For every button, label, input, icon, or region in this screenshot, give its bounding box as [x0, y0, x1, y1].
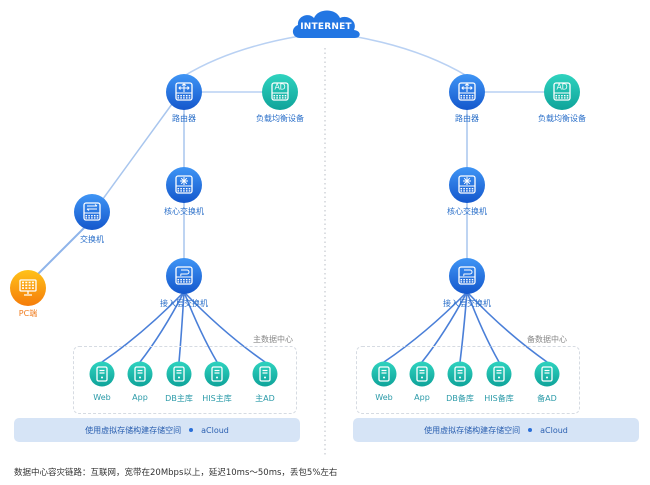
link-router-branch-switch — [91, 103, 173, 215]
primary-datacenter-label: 主数据中心 — [253, 335, 293, 344]
access-switch-label: 接入层交换机 — [443, 299, 491, 308]
server-icon — [454, 366, 466, 382]
server-node[interactable] — [252, 361, 278, 387]
access-switch-node[interactable] — [449, 258, 485, 294]
router-icon — [178, 83, 190, 92]
core-switch-icon — [463, 177, 471, 185]
server-icon — [173, 366, 185, 382]
storage-text: 使用虚拟存储构建存储空间 — [85, 425, 182, 435]
pc-node[interactable] — [10, 270, 46, 306]
core-switch-node[interactable] — [166, 167, 202, 203]
server-node[interactable] — [409, 361, 435, 387]
server-node[interactable] — [447, 361, 473, 387]
server-label: 主AD — [255, 394, 275, 403]
access-switch-node[interactable] — [166, 258, 202, 294]
internet-cloud-icon — [292, 10, 360, 38]
server-label: 备AD — [537, 394, 557, 403]
server-node[interactable] — [127, 361, 153, 387]
bullet-dot-icon — [528, 428, 533, 432]
links — [33, 35, 548, 363]
ad-load-balancer-icon: AD — [274, 83, 285, 92]
router-node[interactable] — [449, 74, 485, 110]
server-label: DB备库 — [446, 394, 474, 403]
load-balancer-label: 负载均衡设备 — [256, 114, 304, 123]
link-access-server — [183, 291, 218, 363]
server-icon — [134, 366, 146, 382]
link-internet-router-primary — [183, 35, 301, 77]
server-node[interactable] — [89, 361, 115, 387]
storage-text: 使用虚拟存储构建存储空间 — [424, 425, 521, 435]
link-access-server — [459, 291, 468, 363]
link-access-server — [466, 291, 500, 363]
backup-datacenter-label: 备数据中心 — [527, 335, 567, 344]
server-node[interactable] — [371, 361, 397, 387]
server-node[interactable] — [204, 361, 230, 387]
server-icon — [378, 366, 390, 382]
server-label: DB主库 — [165, 394, 193, 403]
server-node[interactable] — [534, 361, 560, 387]
link-access-server — [421, 291, 468, 363]
server-node[interactable] — [166, 361, 192, 387]
branch-switch-node[interactable] — [74, 194, 110, 230]
primary-storage-bar: 使用虚拟存储构建存储空间 aCloud — [14, 418, 300, 442]
core-switch-icon — [180, 177, 188, 185]
link-access-server — [383, 291, 468, 363]
pc-label: PC端 — [18, 309, 38, 318]
load-balancer-label: 负载均衡设备 — [538, 114, 586, 123]
link-access-server — [183, 291, 266, 363]
ad-badge-text: AD — [556, 83, 567, 92]
server-label: Web — [375, 393, 393, 402]
backup-datacenter-box — [356, 346, 580, 414]
bullet-dot-icon — [189, 428, 194, 432]
link-access-server — [466, 291, 548, 363]
server-icon — [96, 366, 108, 382]
core-switch-label: 核心交换机 — [447, 207, 487, 216]
access-switch-icon — [463, 269, 473, 277]
ad-load-balancer-icon: AD — [556, 83, 567, 92]
server-icon — [416, 366, 428, 382]
switch-icon — [86, 204, 98, 211]
footer-note: 数据中心容灾链路：互联网，宽带在20Mbps以上，延迟10ms～50ms，丢包5… — [14, 468, 338, 478]
ad-badge-text: AD — [274, 83, 285, 92]
link-access-server — [139, 291, 185, 363]
link-access-server — [178, 291, 185, 363]
router-label: 路由器 — [172, 114, 196, 123]
internet-label: INTERNET — [300, 22, 352, 32]
nodes: AD AD — [10, 74, 580, 387]
server-icon — [211, 366, 223, 382]
server-label: App — [132, 393, 148, 402]
link-branch-switch-pc — [33, 225, 87, 279]
server-icon — [259, 366, 271, 382]
server-label: Web — [93, 393, 111, 402]
pc-monitor-icon — [19, 279, 37, 296]
load-balancer-node[interactable]: AD — [262, 74, 298, 110]
server-node[interactable] — [486, 361, 512, 387]
access-switch-icon — [180, 269, 190, 277]
backup-storage-bar: 使用虚拟存储构建存储空间 aCloud — [353, 418, 639, 442]
server-icon — [541, 366, 553, 382]
access-switch-label: 接入层交换机 — [160, 299, 208, 308]
link-access-server — [101, 291, 185, 363]
branch-switch-label: 交换机 — [80, 235, 104, 244]
core-switch-node[interactable] — [449, 167, 485, 203]
link-internet-router-backup — [351, 35, 468, 77]
server-label: App — [414, 393, 430, 402]
core-switch-label: 核心交换机 — [164, 207, 204, 216]
primary-datacenter-box — [73, 346, 297, 414]
server-icon — [493, 366, 505, 382]
router-icon — [461, 83, 473, 92]
load-balancer-node[interactable]: AD — [544, 74, 580, 110]
server-label: HIS主库 — [202, 394, 232, 403]
storage-product: aCloud — [540, 425, 568, 435]
router-node[interactable] — [166, 74, 202, 110]
server-label: HIS备库 — [484, 394, 514, 403]
router-label: 路由器 — [455, 114, 479, 123]
storage-product: aCloud — [201, 425, 229, 435]
